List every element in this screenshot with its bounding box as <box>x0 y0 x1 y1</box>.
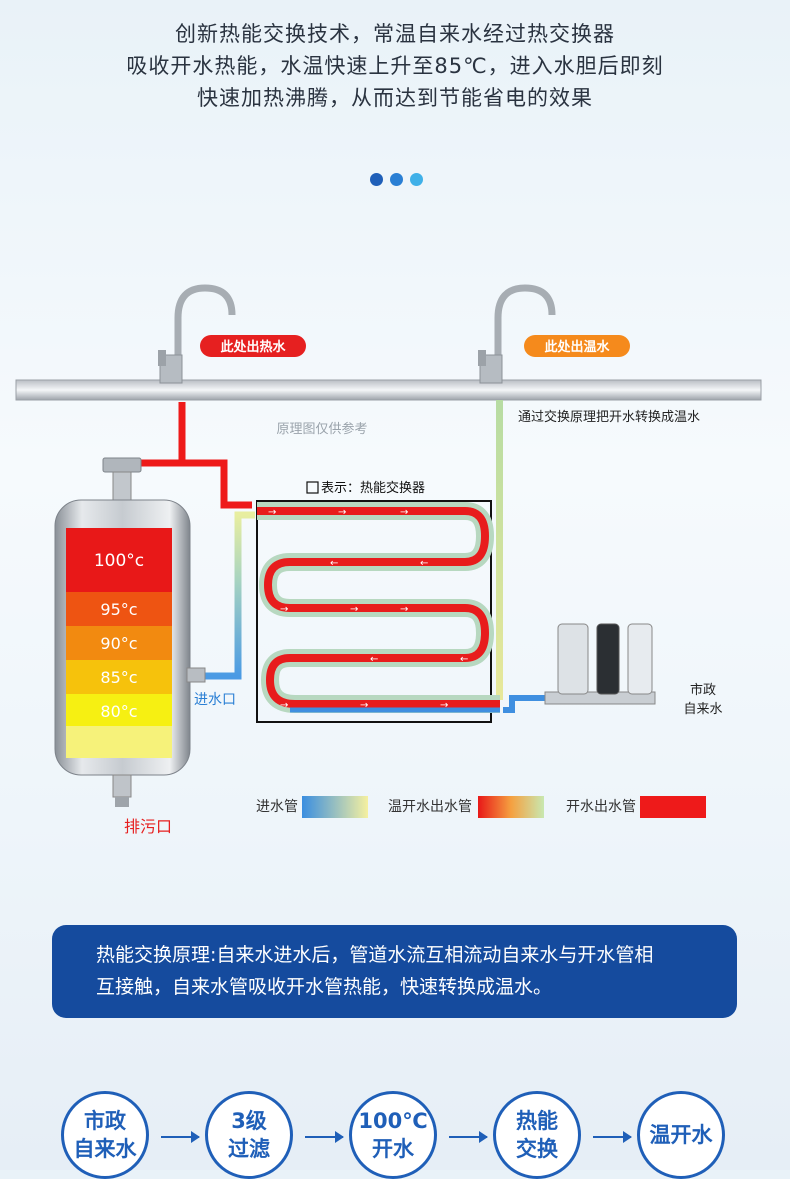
heat-exchanger-box <box>256 500 492 723</box>
flow-step-line-1: 100℃ <box>358 1109 428 1133</box>
legend-square-icon <box>306 481 319 494</box>
intro-text: 创新热能交换技术，常温自来水经过热交换器 吸收开水热能，水温快速上升至85℃，进… <box>0 18 790 114</box>
svg-text:←: ← <box>460 654 468 665</box>
dot <box>390 173 404 186</box>
flow-step-exchange: 热能 交换 <box>493 1091 581 1179</box>
filter-icon <box>557 623 653 695</box>
hot-faucet-icon <box>158 284 236 384</box>
city-water-label-1: 市政 <box>690 682 716 698</box>
tank-label-85: 85°c <box>100 668 137 687</box>
flow-arrow-icon <box>449 1131 488 1143</box>
svg-text:←: ← <box>370 654 378 665</box>
warm-faucet-icon <box>478 284 556 384</box>
tank-label-95: 95°c <box>100 600 137 619</box>
svg-text:→: → <box>338 507 346 518</box>
legend-inlet-swatch <box>302 796 368 818</box>
tank-level-base <box>66 726 172 758</box>
flow-step-boiling: 100℃ 开水 <box>349 1091 437 1179</box>
flow-step-line-2: 过滤 <box>228 1137 270 1161</box>
tank-label-90: 90°c <box>100 634 137 653</box>
flow-step-line-2: 自来水 <box>73 1137 137 1161</box>
legend-box-label: 表示：热能交换器 <box>321 480 425 496</box>
svg-text:←: ← <box>420 558 428 569</box>
svg-text:→: → <box>280 604 288 615</box>
flow-arrow-icon <box>305 1131 344 1143</box>
svg-text:→: → <box>350 604 358 615</box>
legend-boiling-swatch <box>640 796 706 818</box>
city-water-label-2: 自来水 <box>683 702 722 717</box>
city-water-pipe <box>503 695 545 713</box>
inlet-pipe <box>203 511 255 680</box>
flow-arrows: → → → ← ← → → → ← ← → → → <box>268 507 468 711</box>
flow-step-line-1: 热能 <box>516 1109 558 1133</box>
flow-step-city-water: 市政 自来水 <box>61 1091 149 1179</box>
flow-step-line-1: 温开水 <box>649 1123 713 1147</box>
exchanger-hot-coil <box>257 507 500 708</box>
tank-level-90 <box>66 626 172 660</box>
intro-line-1: 创新热能交换技术，常温自来水经过热交换器 <box>175 22 615 46</box>
process-flow: 市政 自来水 3级 过滤 100℃ 开水 热能 交换 温开水 <box>0 1085 790 1179</box>
principle-line-2: 互接触，自来水管吸收开水管热能，快速转换成温水。 <box>96 976 553 998</box>
heat-exchange-diagram: 此处出热水 此处出温水 原理图仅供参考 通过交换原理把开水转换成温水 表示：热能… <box>15 284 762 836</box>
tank-level-95 <box>66 592 172 626</box>
flow-step-filter: 3级 过滤 <box>205 1091 293 1179</box>
legend-inlet-label: 进水管 <box>256 799 298 815</box>
svg-text:→: → <box>360 700 368 711</box>
intro-line-2: 吸收开水热能，水温快速上升至85℃，进入水胆后即刻 <box>126 54 664 78</box>
tank-label-100: 100°c <box>94 551 144 571</box>
flow-step-line-2: 交换 <box>516 1137 558 1161</box>
svg-text:→: → <box>400 604 408 615</box>
drain-label: 排污口 <box>124 817 172 836</box>
warm-outlet-badge <box>524 335 630 357</box>
warm-outlet-pipe <box>496 400 503 700</box>
main-pipe <box>15 379 762 401</box>
boiling-pipe-to-exchanger <box>182 459 252 509</box>
exchange-note: 通过交换原理把开水转换成温水 <box>518 409 700 425</box>
boiling-pipe <box>140 402 186 467</box>
intro-line-3: 快速加热沸腾，从而达到节能省电的效果 <box>197 86 593 110</box>
inlet-label: 进水口 <box>194 692 236 708</box>
flow-step-warm-water: 温开水 <box>637 1091 725 1179</box>
hot-outlet-badge <box>200 335 306 357</box>
legend-boiling-label: 开水出水管 <box>566 799 636 815</box>
svg-text:←: ← <box>330 558 338 569</box>
dot <box>370 173 383 186</box>
hot-outlet-label: 此处出热水 <box>220 339 286 355</box>
flow-step-line-1: 3级 <box>231 1109 267 1133</box>
tank-level-85 <box>66 660 172 694</box>
tank-label-80: 80°c <box>100 702 137 721</box>
principle-note: 热能交换原理:自来水进水后，管道水流互相流动自来水与开水管相 互接触，自来水管吸… <box>52 925 737 1018</box>
legend-warm-swatch <box>478 796 544 818</box>
flow-step-line-1: 市政 <box>84 1109 126 1133</box>
svg-text:→: → <box>440 700 448 711</box>
warm-outlet-label: 此处出温水 <box>544 339 610 355</box>
flow-arrow-icon <box>161 1131 200 1143</box>
svg-text:→: → <box>280 700 288 711</box>
tank-level-80 <box>66 694 172 726</box>
svg-text:→: → <box>400 507 408 518</box>
flow-step-line-2: 开水 <box>372 1137 414 1161</box>
flow-arrow-icon <box>593 1131 632 1143</box>
decorative-dots <box>370 171 425 190</box>
svg-text:→: → <box>268 507 276 518</box>
dot <box>410 173 424 186</box>
legend-warm-label: 温开水出水管 <box>388 799 472 815</box>
reference-note: 原理图仅供参考 <box>276 421 367 437</box>
principle-line-1: 热能交换原理:自来水进水后，管道水流互相流动自来水与开水管相 <box>96 944 654 966</box>
tank-level-100 <box>66 528 172 592</box>
